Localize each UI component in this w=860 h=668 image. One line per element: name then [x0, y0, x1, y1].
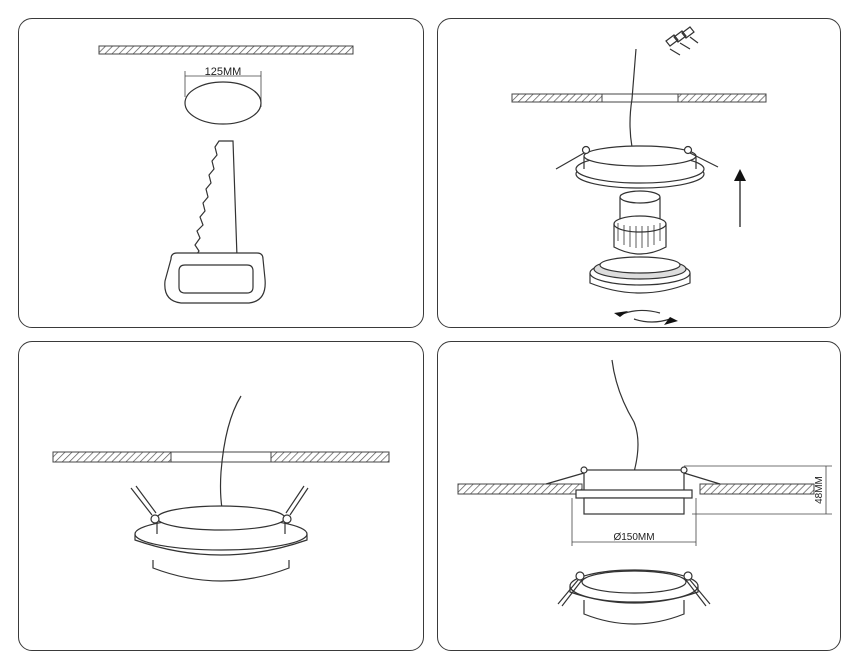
spring-clip-icon — [555, 145, 719, 170]
power-cable — [611, 359, 639, 473]
rotate-arrows-icon — [614, 309, 678, 325]
wire-connector-icon — [665, 26, 699, 56]
installed-downlight — [575, 469, 693, 515]
step-2-panel — [437, 18, 841, 328]
step-1-panel: 125MM — [18, 18, 424, 328]
cutout-label: 125MM — [205, 66, 242, 78]
ceiling-panel — [98, 45, 354, 55]
up-arrow-icon — [734, 169, 746, 227]
spring-clip-icon — [130, 485, 309, 524]
cutout-dimension: 125MM — [184, 66, 262, 107]
diameter-label: Ø150MM — [613, 532, 654, 543]
downlight-frame — [134, 505, 308, 582]
ceiling-panel — [457, 483, 815, 495]
cutout-circle — [184, 81, 262, 125]
power-cable — [629, 48, 637, 148]
ceiling-panel — [52, 451, 390, 463]
diameter-dimension — [571, 498, 697, 546]
hole-saw-icon — [164, 140, 266, 304]
spring-clip-icon — [557, 571, 711, 607]
gu10-lamp-holder — [613, 190, 667, 255]
ceiling-panel — [511, 93, 767, 103]
height-label: 48MM — [814, 476, 825, 504]
diffuser-disc — [589, 256, 691, 294]
downlight-frame — [575, 145, 705, 189]
step-4-panel: 48MM Ø150MM — [437, 341, 841, 651]
spring-clip-icon — [545, 466, 721, 485]
height-dimension — [684, 465, 832, 515]
downlight-product — [569, 569, 699, 625]
step-3-panel — [18, 341, 424, 651]
